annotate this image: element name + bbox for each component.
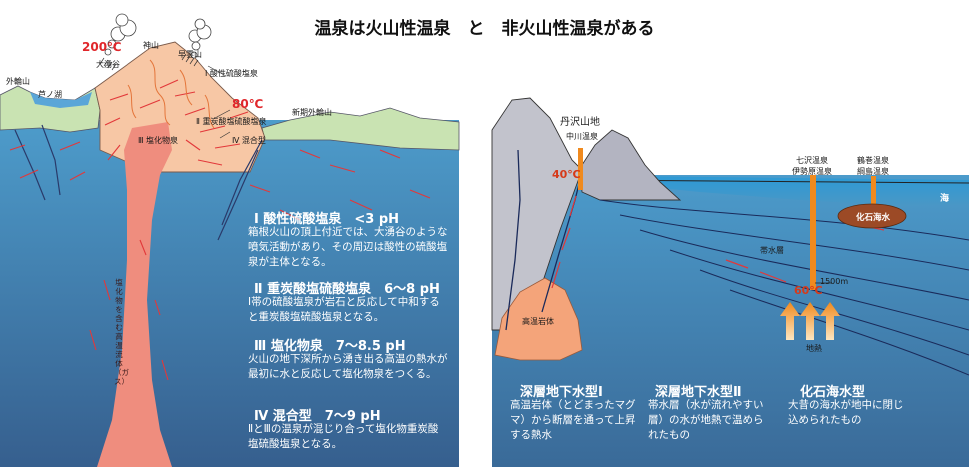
left-faults <box>14 124 263 241</box>
label-kamiyama: 神山 <box>143 41 159 50</box>
left-leader-lines <box>207 65 231 139</box>
label-tanzawa: 丹沢山地 <box>560 117 600 128</box>
label-nakagawa: 中川温泉 <box>566 132 598 141</box>
label-geothermal: 地熱 <box>806 344 822 353</box>
rtype-1-heading: 深層地下水型Ⅰ <box>520 385 603 400</box>
zone-label-4: Ⅳ 混合型 <box>232 136 266 145</box>
label-aquifer: 帯水層 <box>760 246 784 255</box>
label-nanasawa: 七沢温泉 <box>796 156 828 165</box>
hot-rock-body <box>494 277 583 361</box>
type-1-heading: Ⅰ 酸性硫酸塩泉 <3 pH <box>254 212 400 227</box>
rtype-2-body: 帯水層（水が流れやすい層）の水が地熱で温められたもの <box>648 399 764 441</box>
label-umi: 海 <box>940 194 950 204</box>
temp-200: 200℃ <box>82 40 122 54</box>
rtype-3-heading: 化石海水型 <box>800 385 866 400</box>
front-mountain <box>579 129 682 201</box>
temp-80: 80℃ <box>232 97 264 111</box>
well-tsurumaki <box>871 176 876 208</box>
rtype-3-body: 大昔の海水が地中に閉じ込められたもの <box>788 399 904 426</box>
label-depth: 1500m <box>820 277 849 286</box>
zone-label-1: Ⅰ 酸性硫酸塩泉 <box>205 69 258 78</box>
geothermal-arrows <box>780 302 840 340</box>
type-2-body: Ⅰ帯の硫酸塩泉が岩石と反応して中和すると重炭酸塩硫酸塩泉となる。 <box>248 296 440 323</box>
left-groundwater <box>0 120 459 467</box>
type-3-heading: Ⅲ 塩化物泉 7〜8.5 pH <box>254 339 406 354</box>
well-nanasawa <box>810 175 816 290</box>
left-diagram <box>0 13 460 467</box>
type-1-body: 箱根火山の頂上付近では、大湧谷のような噴気活動があり、その周辺は酸性の硫酸塩泉が… <box>248 226 448 268</box>
temp-60: 60℃ <box>794 284 823 297</box>
zone-label-2: Ⅱ 重炭酸塩硫酸塩泉 <box>196 117 267 126</box>
left-hot-streaks <box>9 79 431 381</box>
type-4-body: ⅡとⅢの温泉が混じり合って塩化物重炭酸塩硫酸塩泉となる。 <box>248 423 439 450</box>
label-hot-rock: 高温岩体 <box>522 317 554 326</box>
well-nakagawa <box>578 148 583 190</box>
vent-hatching <box>99 53 199 71</box>
magma-conduit <box>97 122 172 467</box>
diagram-title: 温泉は火山性温泉 と 非火山性温泉がある <box>314 19 655 39</box>
type-2-heading: Ⅱ 重炭酸塩硫酸塩泉 6〜8 pH <box>254 282 440 297</box>
type-4-heading: Ⅳ 混合型 7〜9 pH <box>254 409 381 424</box>
steam-plumes <box>104 13 212 59</box>
label-ashinoko: 芦ノ湖 <box>38 90 62 99</box>
left-new-outer-rim <box>261 107 460 151</box>
label-isehara: 伊勢原温泉 <box>792 167 832 176</box>
ashinoko-lake <box>30 92 92 108</box>
temp-40: 40℃ <box>552 168 581 181</box>
rtype-2-heading: 深層地下水型Ⅱ <box>655 385 742 400</box>
fossil-water-lens <box>837 203 907 229</box>
label-fossil-water: 化石海水 <box>856 213 891 223</box>
label-tsunashima: 綱島温泉 <box>857 167 889 176</box>
zone-label-3: Ⅲ 塩化物泉 <box>138 136 179 145</box>
type-3-body: 火山の地下深所から湧き出る高温の熱水が最初に水と反応して塩化物泉をつくる。 <box>248 353 448 380</box>
label-sotowarin: 外輪山 <box>6 77 30 86</box>
rtype-1-body: 高温岩体（とどまったマグマ）から断層を通って上昇する熱水 <box>510 399 636 441</box>
volcano-swirls <box>127 59 215 129</box>
sea <box>620 176 969 206</box>
label-shinki-sotowarin: 新期外輪山 <box>292 108 332 117</box>
label-owakudani: 大湧谷 <box>96 60 120 69</box>
label-tsurumaki: 鶴巻温泉 <box>857 156 889 165</box>
label-sounzan: 早雲山 <box>178 50 202 59</box>
conduit-label: 塩化物を含む高温流体（ガス） <box>114 278 129 386</box>
right-diagram <box>491 97 969 467</box>
